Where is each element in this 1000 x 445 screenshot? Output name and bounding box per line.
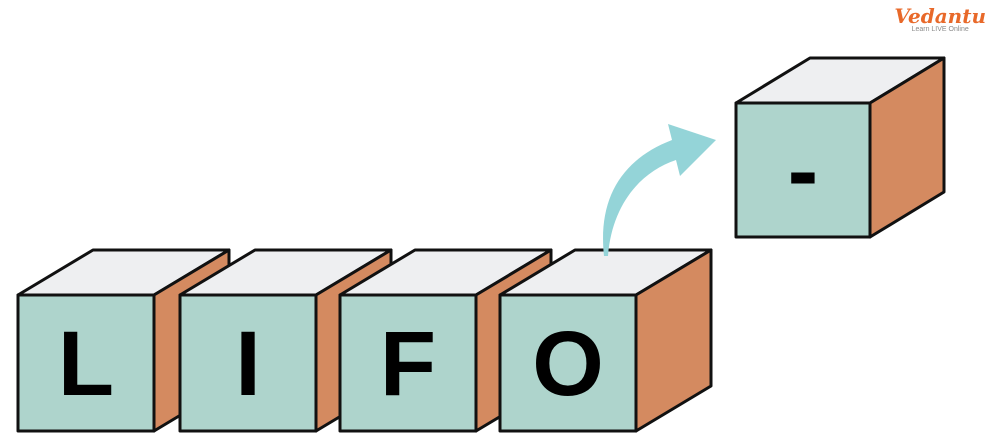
- vedantu-logo: Vedantu Learn LIVE Online: [894, 6, 986, 33]
- logo-brand: Vedantu: [894, 4, 986, 28]
- cube-letter: L: [58, 313, 114, 415]
- cube-letter: O: [532, 313, 604, 415]
- cube-letter: F: [380, 313, 436, 415]
- cube-front: [734, 101, 872, 239]
- cube-front: [498, 293, 638, 433]
- stack-block-o: O: [498, 248, 713, 433]
- cube-front: [178, 293, 318, 433]
- cube-letter: I: [235, 313, 261, 415]
- arrow-shape: [603, 124, 716, 256]
- cube-letter: -: [788, 120, 819, 222]
- pop-arrow-icon: [603, 124, 716, 256]
- cube-front: [16, 293, 156, 433]
- cube-front: [338, 293, 478, 433]
- popped-block: -: [734, 56, 946, 239]
- logo-tagline: Learn LIVE Online: [911, 26, 969, 33]
